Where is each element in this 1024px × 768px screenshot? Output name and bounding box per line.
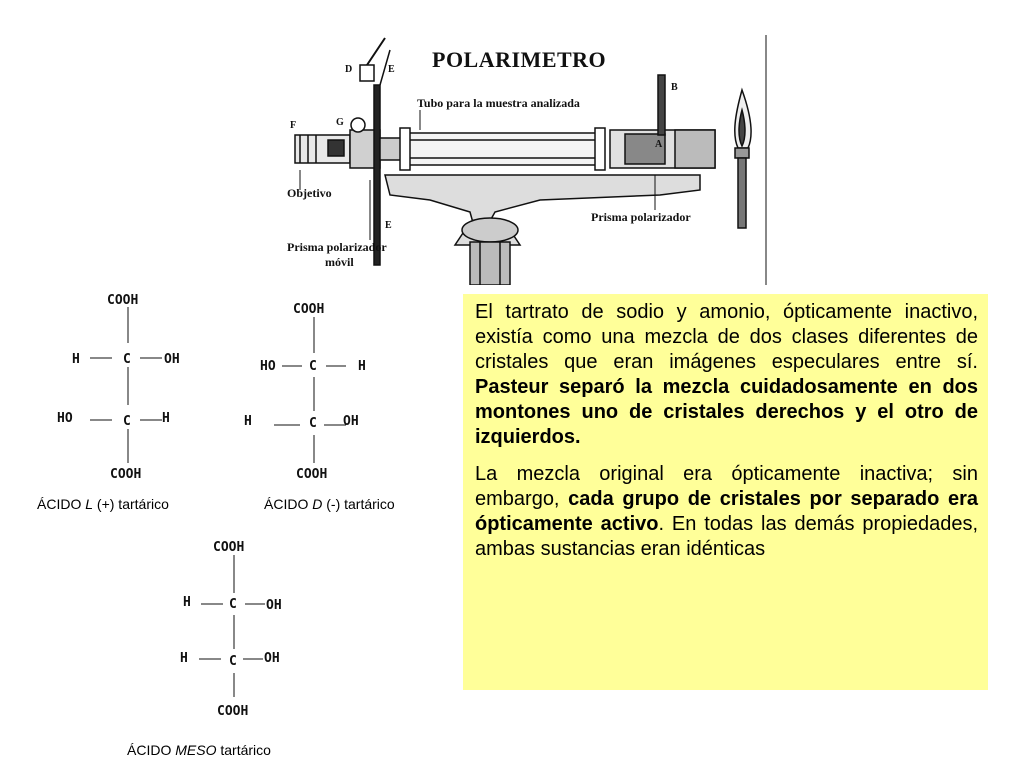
polarizer-prism-label: Prisma polarizador	[591, 210, 691, 224]
meso-right2: OH	[264, 651, 280, 666]
meso-right1: OH	[266, 598, 282, 613]
letter-b: B	[671, 82, 678, 93]
l-bottom-group: COOH	[110, 467, 141, 482]
d-bottom-group: COOH	[296, 467, 327, 482]
d-tartaric-caption: ÁCIDO D (-) tartárico	[264, 496, 395, 512]
meso-c2: C	[229, 654, 237, 669]
l-right2: H	[162, 411, 170, 426]
l-left2: HO	[57, 411, 73, 426]
mobile-prism-label-line2: móvil	[325, 255, 354, 269]
objective-label: Objetivo	[287, 186, 332, 200]
d-c2: C	[309, 416, 317, 431]
l-tartaric-structure: COOH H C OH HO C H COOH	[57, 293, 180, 482]
explanation-paragraph-1: El tartrato de sodio y amonio, ópticamen…	[475, 301, 978, 448]
d-top-group: COOH	[293, 302, 324, 317]
letter-d: D	[345, 64, 353, 75]
meso-c1: C	[229, 597, 237, 612]
d-c1: C	[309, 359, 317, 374]
d-left2: H	[244, 414, 252, 429]
d-tartaric-structure: COOH HO C H H C OH COOH	[244, 302, 366, 482]
meso-tartaric-structure: COOH H C OH H C OH COOH	[180, 540, 282, 719]
l-right1: OH	[164, 352, 180, 367]
polarimeter-illustration	[294, 35, 767, 285]
meso-left1: H	[183, 595, 191, 610]
l-c1: C	[123, 352, 131, 367]
d-left1: HO	[260, 359, 276, 374]
d-right2: OH	[343, 414, 359, 429]
letter-e-top: E	[388, 64, 395, 75]
meso-top-group: COOH	[213, 540, 244, 555]
meso-tartaric-caption: ÁCIDO MESO tartárico	[127, 742, 271, 758]
l-c2: C	[123, 414, 131, 429]
letter-f: F	[290, 120, 297, 131]
explanation-paragraph-2: La mezcla original era ópticamente inact…	[475, 463, 979, 560]
l-tartaric-caption: ÁCIDO L (+) tartárico	[37, 496, 169, 512]
l-top-group: COOH	[107, 293, 138, 308]
explanation-text-box: El tartrato de sodio y amonio, ópticamen…	[463, 294, 988, 690]
letter-a: A	[655, 139, 663, 150]
polarimeter-title: POLARIMETRO	[432, 47, 607, 72]
letter-e-bottom: E	[385, 220, 392, 231]
mobile-prism-label-line1: Prisma polarizador	[287, 240, 387, 254]
d-right1: H	[358, 359, 366, 374]
meso-left2: H	[180, 651, 188, 666]
meso-bottom-group: COOH	[217, 704, 248, 719]
l-left1: H	[72, 352, 80, 367]
sample-tube-label: Tubo para la muestra analizada	[417, 96, 580, 110]
letter-g: G	[336, 117, 344, 128]
